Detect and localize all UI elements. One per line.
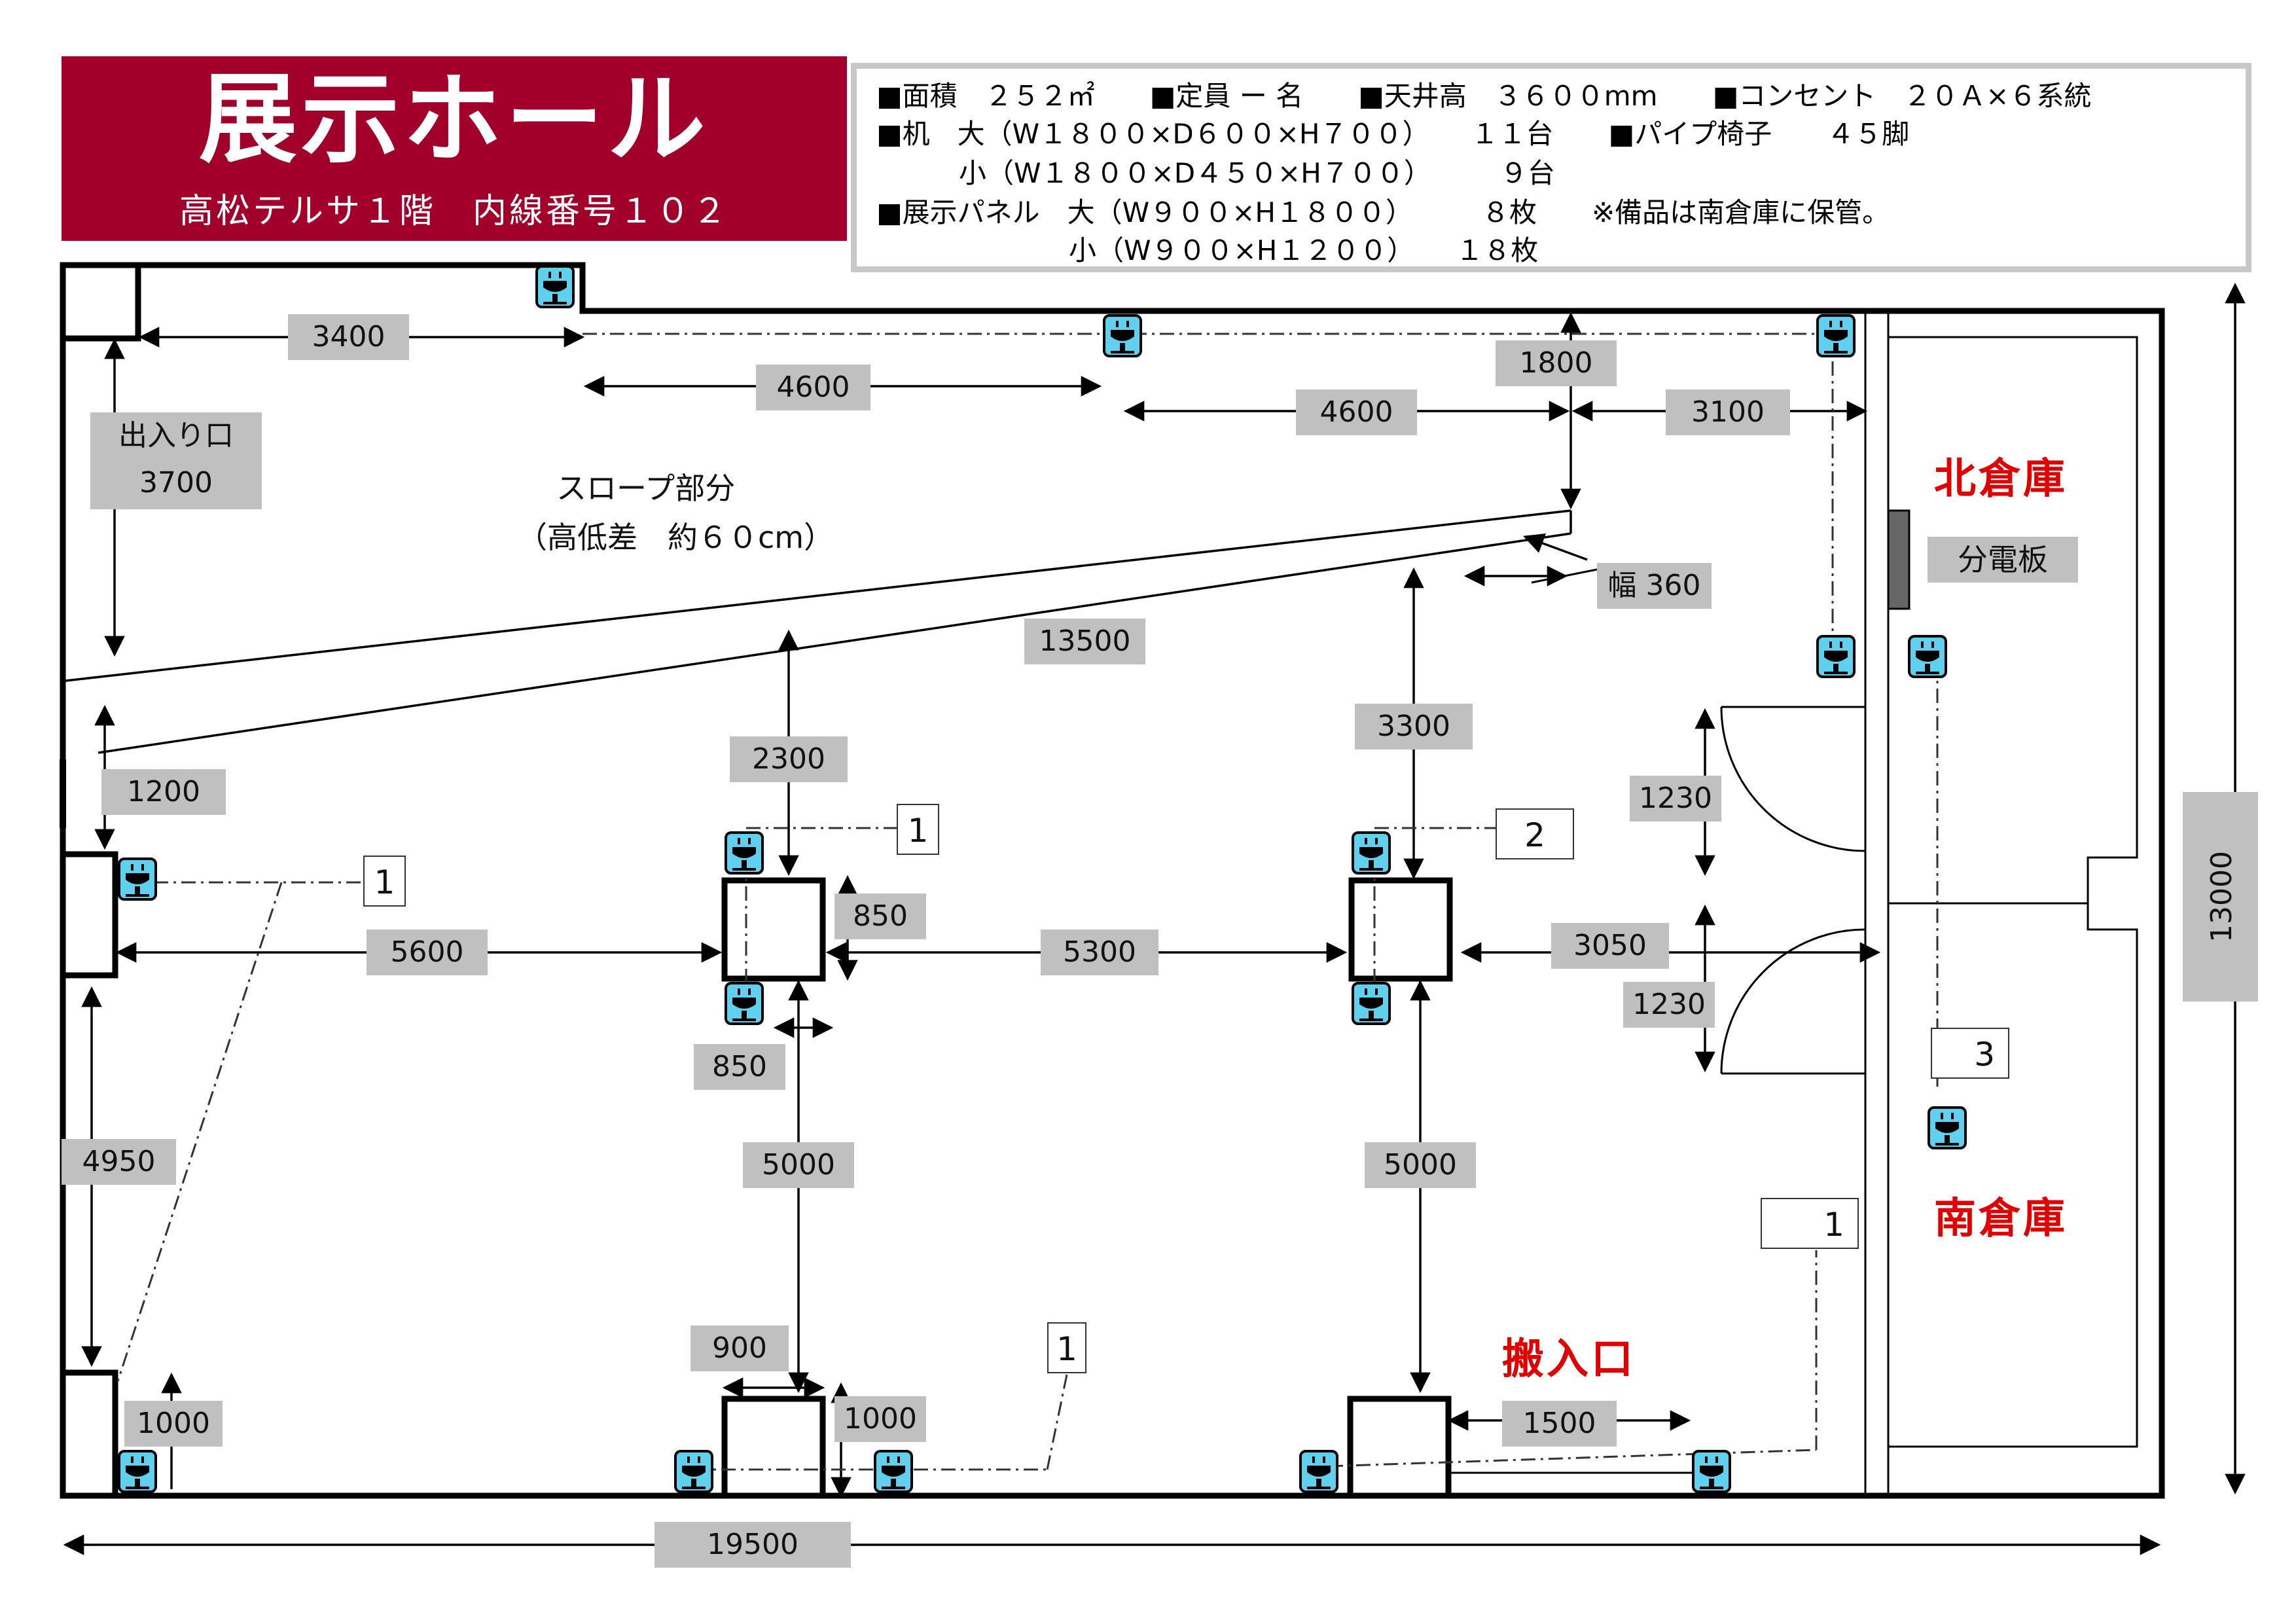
info-line-3: 小（W１８００×D４５０×H７００） ９台	[876, 157, 1555, 189]
entrance-label: 出入り口	[118, 419, 234, 452]
power-outlet-icon	[1816, 635, 1856, 678]
pillars	[60, 262, 1453, 1499]
width-360: 幅 360	[1597, 563, 1712, 609]
dim-1200: 1200	[101, 769, 226, 815]
power-outlet-icon	[725, 831, 764, 875]
circuit-tag-col1: 1	[897, 804, 939, 855]
dim-3700: 3700	[139, 466, 213, 499]
slope-ramp	[65, 509, 1572, 754]
power-outlet-icon	[118, 1450, 157, 1493]
power-outlet-icon	[725, 982, 764, 1025]
page-title: 展示ホール	[198, 63, 709, 177]
dim-3300: 3300	[1355, 704, 1473, 749]
dim-19500: 19500	[655, 1522, 851, 1568]
slope-height-label: （高低差 約６０cm）	[517, 520, 834, 555]
dim-5000-right: 5000	[1365, 1142, 1476, 1188]
power-outlet-icon	[1816, 314, 1856, 357]
dim-1000-left: 1000	[124, 1401, 223, 1447]
title-banner: 展示ホール 高松テルサ１階 内線番号１０２	[62, 56, 847, 241]
wall-marker	[60, 759, 66, 828]
dim-2300: 2300	[730, 736, 848, 782]
dim-5000-left: 5000	[743, 1142, 854, 1188]
power-outlet-icon	[1352, 982, 1391, 1025]
circuit-tag-south: 3	[1931, 1028, 2009, 1079]
dim-13000: 13000	[2183, 792, 2258, 1001]
power-outlet-icon	[535, 265, 575, 308]
dim-5600: 5600	[367, 929, 488, 975]
dim-1230-upper: 1230	[1630, 776, 1721, 821]
dim-5300: 5300	[1041, 929, 1158, 975]
spec-info-box: ■面積 ２５２㎡ ■定員 ー 名 ■天井高 ３６００mm ■コンセント ２０Ａ×…	[851, 63, 2251, 272]
dim-3100: 3100	[1666, 389, 1790, 435]
dim-850-horizontal: 850	[694, 1044, 785, 1090]
circuit-lines	[117, 333, 1939, 1471]
circuit-tag-col2: 2	[1496, 808, 1574, 859]
circuit-tag-bottom: 1	[1047, 1322, 1086, 1373]
power-outlet-icon	[674, 1450, 713, 1493]
dim-1800: 1800	[1496, 340, 1617, 386]
loading-entrance-label: 搬入口	[1502, 1335, 1636, 1384]
storage-rooms	[1450, 311, 2138, 1496]
dim-850-vertical: 850	[834, 893, 926, 939]
dim-entrance: 出入り口 3700	[90, 412, 262, 509]
info-line-4: ■展示パネル 大（W９００×H１８００） ８枚 ※備品は南倉庫に保管。	[876, 196, 1890, 228]
page-subtitle: 高松テルサ１階 内線番号１０２	[179, 192, 729, 231]
info-line-5: 小（W９００×H１２００） １８枚	[876, 234, 1539, 266]
dim-1230-lower: 1230	[1623, 982, 1715, 1028]
power-outlet-icon	[1299, 1450, 1338, 1493]
info-line-1: ■面積 ２５２㎡ ■定員 ー 名 ■天井高 ３６００mm ■コンセント ２０Ａ×…	[876, 80, 2092, 112]
dim-4600: 4600	[1296, 389, 1417, 435]
north-storage-label: 北倉庫	[1934, 455, 2068, 503]
dim-900: 900	[691, 1326, 789, 1371]
slope-label: スロープ部分	[556, 471, 736, 506]
dim-4950: 4950	[62, 1139, 176, 1185]
power-outlet-icon	[1692, 1450, 1731, 1493]
dim-1000-right: 1000	[834, 1396, 926, 1442]
dimension-lines	[63, 282, 2246, 1555]
circuit-tag-left: 1	[363, 856, 406, 907]
dim-3400: 3400	[288, 314, 409, 360]
distribution-panel-label: 分電板	[1928, 537, 2078, 583]
power-outlet-icon	[1908, 635, 1947, 678]
dim-4600-top: 4600	[756, 365, 870, 410]
power-outlet-icon	[118, 857, 157, 901]
info-line-2: ■机 大（W１８００×D６００×H７００） １１台 ■パイプ椅子 ４５脚	[876, 118, 1910, 150]
power-outlet-icon	[1928, 1106, 1967, 1149]
dim-13500: 13500	[1024, 619, 1145, 664]
dim-3050: 3050	[1551, 923, 1669, 969]
dim-13000-text: 13000	[2205, 851, 2238, 943]
dim-1500: 1500	[1502, 1401, 1617, 1447]
circuit-tag-right: 1	[1761, 1198, 1859, 1249]
power-outlet-icon	[1103, 314, 1142, 357]
south-storage-label: 南倉庫	[1934, 1195, 2068, 1243]
power-outlet-icon	[874, 1450, 913, 1493]
power-outlet-icon	[1352, 831, 1391, 875]
